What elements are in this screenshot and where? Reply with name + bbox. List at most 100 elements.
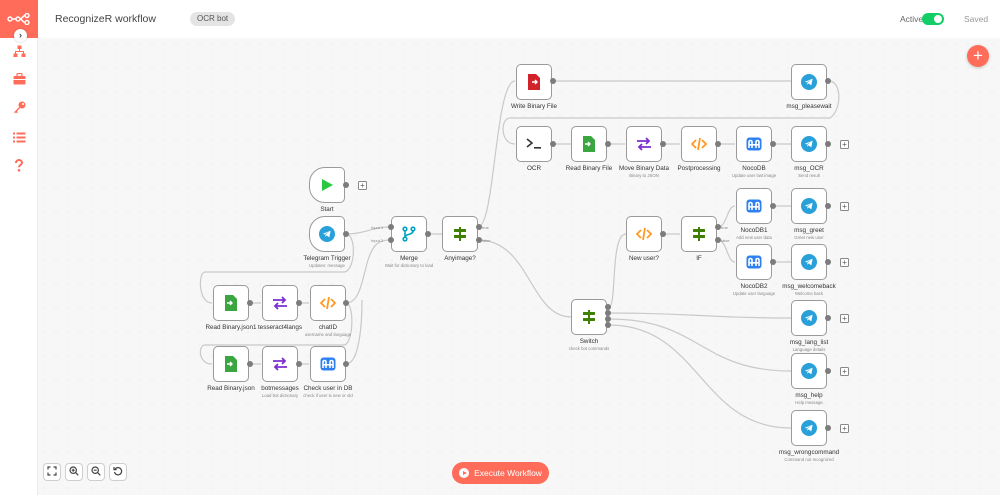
- output-port[interactable]: [605, 316, 611, 322]
- node-write-binary-file[interactable]: [516, 64, 552, 100]
- output-port[interactable]: [343, 182, 349, 188]
- read-file-icon: [223, 295, 240, 312]
- node-title: Postprocessing: [677, 165, 721, 172]
- output-port[interactable]: [247, 361, 253, 367]
- node-msg-ocr[interactable]: [791, 126, 827, 162]
- active-toggle[interactable]: [922, 13, 944, 25]
- node-if[interactable]: [681, 216, 717, 252]
- node-nocodb[interactable]: [736, 126, 772, 162]
- output-port[interactable]: [660, 231, 666, 237]
- signpost-icon: [581, 309, 598, 326]
- node-subtitle: Command not recognized: [784, 457, 834, 462]
- input-port[interactable]: [388, 237, 394, 243]
- output-port-true[interactable]: [715, 224, 721, 230]
- output-port[interactable]: [605, 322, 611, 328]
- output-port[interactable]: [247, 300, 253, 306]
- node-read-binary-json1[interactable]: [213, 285, 249, 321]
- active-label: Active:: [900, 14, 926, 24]
- node-anyimage[interactable]: [442, 216, 478, 252]
- signpost-icon: [691, 226, 708, 243]
- output-port-true[interactable]: [476, 224, 482, 230]
- zoom-in-button[interactable]: [65, 463, 83, 481]
- node-move-binary-data[interactable]: [626, 126, 662, 162]
- collapse-sidebar-button[interactable]: ›: [14, 29, 27, 42]
- node-subtitle: Binary to JSON: [629, 173, 659, 178]
- port-label: false: [721, 238, 730, 243]
- add-connection-button[interactable]: +: [840, 424, 849, 433]
- output-port[interactable]: [343, 231, 349, 237]
- input-port[interactable]: [388, 224, 394, 230]
- add-connection-button[interactable]: +: [358, 181, 367, 190]
- workflow-tag[interactable]: OCR bot: [190, 12, 236, 26]
- executions-icon[interactable]: [12, 130, 26, 144]
- output-port-false[interactable]: [715, 237, 721, 243]
- output-port[interactable]: [825, 425, 831, 431]
- output-port[interactable]: [825, 203, 831, 209]
- output-port[interactable]: [825, 78, 831, 84]
- workflow-title[interactable]: RecognizeR workflow: [55, 13, 156, 25]
- node-start[interactable]: [309, 167, 345, 203]
- output-port-false[interactable]: [476, 237, 482, 243]
- node-new-user[interactable]: [626, 216, 662, 252]
- add-connection-button[interactable]: +: [840, 140, 849, 149]
- node-telegram-trigger[interactable]: [309, 216, 345, 252]
- node-msg-greet[interactable]: [791, 188, 827, 224]
- templates-icon[interactable]: [12, 72, 26, 86]
- write-file-icon: [526, 74, 543, 91]
- node-chatid[interactable]: [310, 285, 346, 321]
- output-port[interactable]: [550, 141, 556, 147]
- output-port[interactable]: [715, 141, 721, 147]
- node-check-user-in-db[interactable]: [310, 346, 346, 382]
- node-msg-help[interactable]: [791, 353, 827, 389]
- output-port[interactable]: [343, 361, 349, 367]
- output-port[interactable]: [770, 203, 776, 209]
- output-port[interactable]: [825, 315, 831, 321]
- credentials-icon[interactable]: [12, 100, 26, 114]
- node-ocr[interactable]: [516, 126, 552, 162]
- help-icon[interactable]: [12, 158, 26, 172]
- code-icon: [320, 295, 337, 312]
- output-port[interactable]: [825, 141, 831, 147]
- read-file-icon: [581, 136, 598, 153]
- output-port[interactable]: [770, 259, 776, 265]
- output-port[interactable]: [605, 141, 611, 147]
- output-port[interactable]: [825, 259, 831, 265]
- node-msg-pleasewait[interactable]: [791, 64, 827, 100]
- workflows-icon[interactable]: [12, 44, 26, 58]
- node-msg-wrongcommand[interactable]: [791, 410, 827, 446]
- arrows-icon: [272, 295, 289, 312]
- output-port[interactable]: [425, 231, 431, 237]
- node-botmessages[interactable]: [262, 346, 298, 382]
- add-connection-button[interactable]: +: [840, 258, 849, 267]
- add-connection-button[interactable]: +: [840, 367, 849, 376]
- output-port[interactable]: [296, 361, 302, 367]
- add-node-button[interactable]: +: [967, 45, 989, 67]
- output-port[interactable]: [605, 304, 611, 310]
- node-merge[interactable]: [391, 216, 427, 252]
- output-port[interactable]: [296, 300, 302, 306]
- reset-zoom-button[interactable]: [109, 463, 127, 481]
- output-port[interactable]: [825, 368, 831, 374]
- output-port[interactable]: [550, 78, 556, 84]
- node-nocodb1[interactable]: [736, 188, 772, 224]
- fit-view-button[interactable]: [43, 463, 61, 481]
- output-port[interactable]: [605, 310, 611, 316]
- zoom-out-button[interactable]: [87, 463, 105, 481]
- node-switch[interactable]: [571, 299, 607, 335]
- node-nocodb2[interactable]: [736, 244, 772, 280]
- node-title: New user?: [628, 255, 660, 262]
- add-connection-button[interactable]: +: [840, 314, 849, 323]
- execute-workflow-button[interactable]: Execute Workflow: [452, 462, 549, 484]
- node-postprocessing[interactable]: [681, 126, 717, 162]
- output-port[interactable]: [343, 300, 349, 306]
- node-title: msg_greet: [794, 227, 824, 234]
- signpost-icon: [452, 226, 469, 243]
- node-tesseract4langs[interactable]: [262, 285, 298, 321]
- node-read-binary-file[interactable]: [571, 126, 607, 162]
- add-connection-button[interactable]: +: [840, 202, 849, 211]
- node-msg-lang-list[interactable]: [791, 300, 827, 336]
- node-read-binary-json[interactable]: [213, 346, 249, 382]
- node-msg-welcomeback[interactable]: [791, 244, 827, 280]
- output-port[interactable]: [770, 141, 776, 147]
- output-port[interactable]: [660, 141, 666, 147]
